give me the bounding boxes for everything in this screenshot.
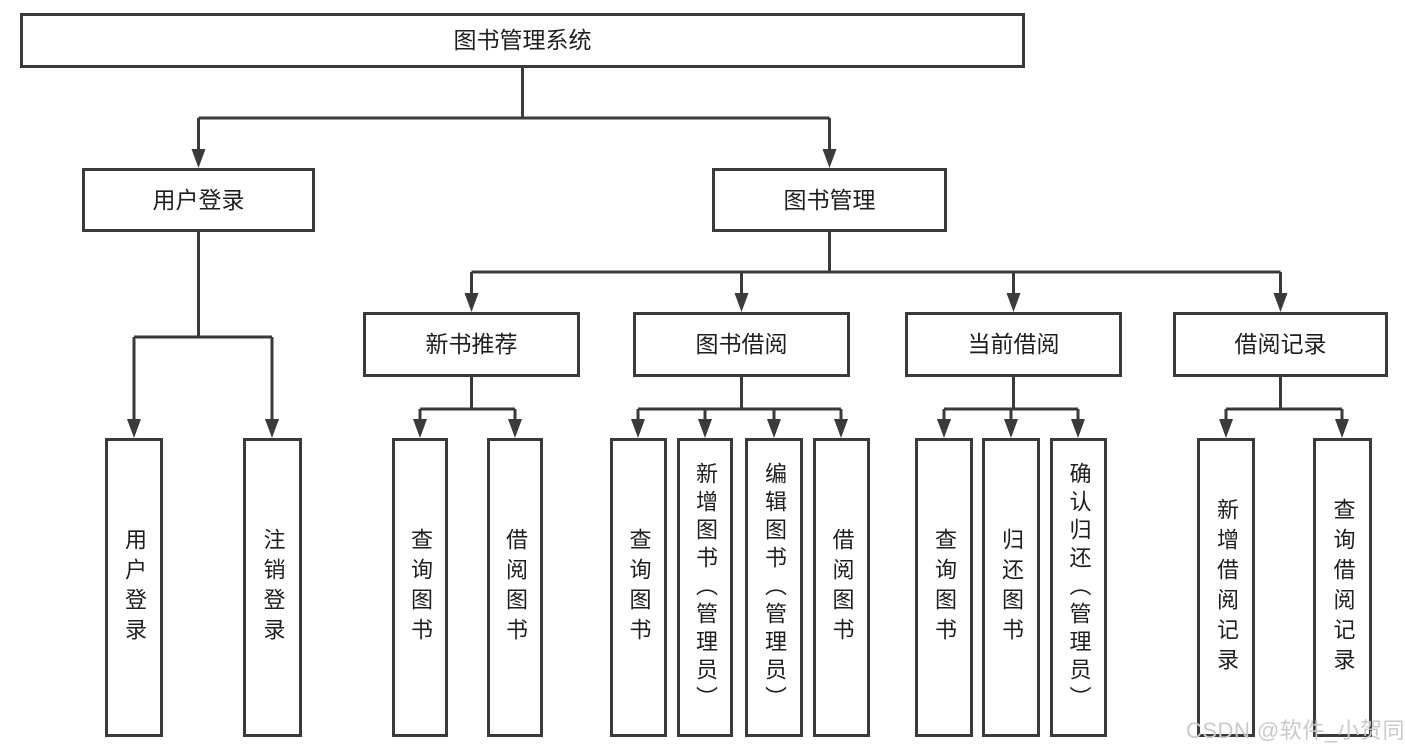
- leaf-user-login: 用户登录: [105, 438, 163, 737]
- node-label: 注销登录: [260, 527, 286, 648]
- leaf-add-book-admin: 新增图书（管理员）: [677, 438, 733, 737]
- node-book-management: 图书管理: [712, 168, 947, 232]
- node-label: 归还图书: [999, 527, 1024, 648]
- leaf-logout: 注销登录: [243, 438, 302, 737]
- node-user-login: 用户登录: [82, 168, 315, 232]
- node-book-borrowing: 图书借阅: [633, 312, 850, 377]
- node-new-book-recommendation: 新书推荐: [363, 312, 580, 377]
- node-label: 查询图书: [408, 527, 433, 648]
- leaf-query-books-borrow: 查询图书: [610, 438, 667, 737]
- node-label: 查询图书: [626, 527, 652, 648]
- node-label: 借阅图书: [503, 527, 528, 648]
- node-current-borrowing: 当前借阅: [905, 312, 1122, 377]
- node-label: 新书推荐: [425, 331, 518, 357]
- node-label: 当前借阅: [967, 331, 1060, 357]
- node-label: 图书管理系统: [453, 27, 592, 53]
- node-label: 查询借阅记录: [1330, 497, 1356, 678]
- leaf-query-books-recommend: 查询图书: [392, 438, 448, 737]
- node-label: 用户登录: [122, 527, 147, 648]
- node-label: 新增借阅记录: [1214, 497, 1239, 678]
- leaf-query-borrow-record: 查询借阅记录: [1313, 438, 1372, 737]
- node-borrowing-records: 借阅记录: [1173, 312, 1388, 377]
- node-label: 借阅图书: [829, 527, 855, 648]
- csdn-watermark: CSDN @软件_小贺同学: [1186, 718, 1405, 743]
- leaf-query-books-current: 查询图书: [915, 438, 973, 737]
- leaf-borrow-books-recommend: 借阅图书: [487, 438, 543, 737]
- node-label: 用户登录: [152, 186, 245, 213]
- leaf-confirm-return-admin: 确认归还（管理员）: [1050, 438, 1107, 737]
- leaf-borrow-books: 借阅图书: [813, 438, 870, 737]
- node-label: 确认归还（管理员）: [1066, 461, 1092, 714]
- leaf-edit-book-admin: 编辑图书（管理员）: [745, 438, 803, 737]
- node-label: 新增图书（管理员）: [693, 461, 718, 714]
- node-label: 借阅记录: [1234, 331, 1327, 357]
- node-library-management-system: 图书管理系统: [20, 13, 1025, 68]
- node-label: 图书借阅: [695, 331, 788, 357]
- node-label: 编辑图书（管理员）: [762, 461, 787, 714]
- node-label: 图书管理: [783, 186, 876, 213]
- leaf-return-book: 归还图书: [982, 438, 1040, 737]
- node-label: 查询图书: [932, 527, 957, 648]
- leaf-add-borrow-record: 新增借阅记录: [1197, 438, 1255, 737]
